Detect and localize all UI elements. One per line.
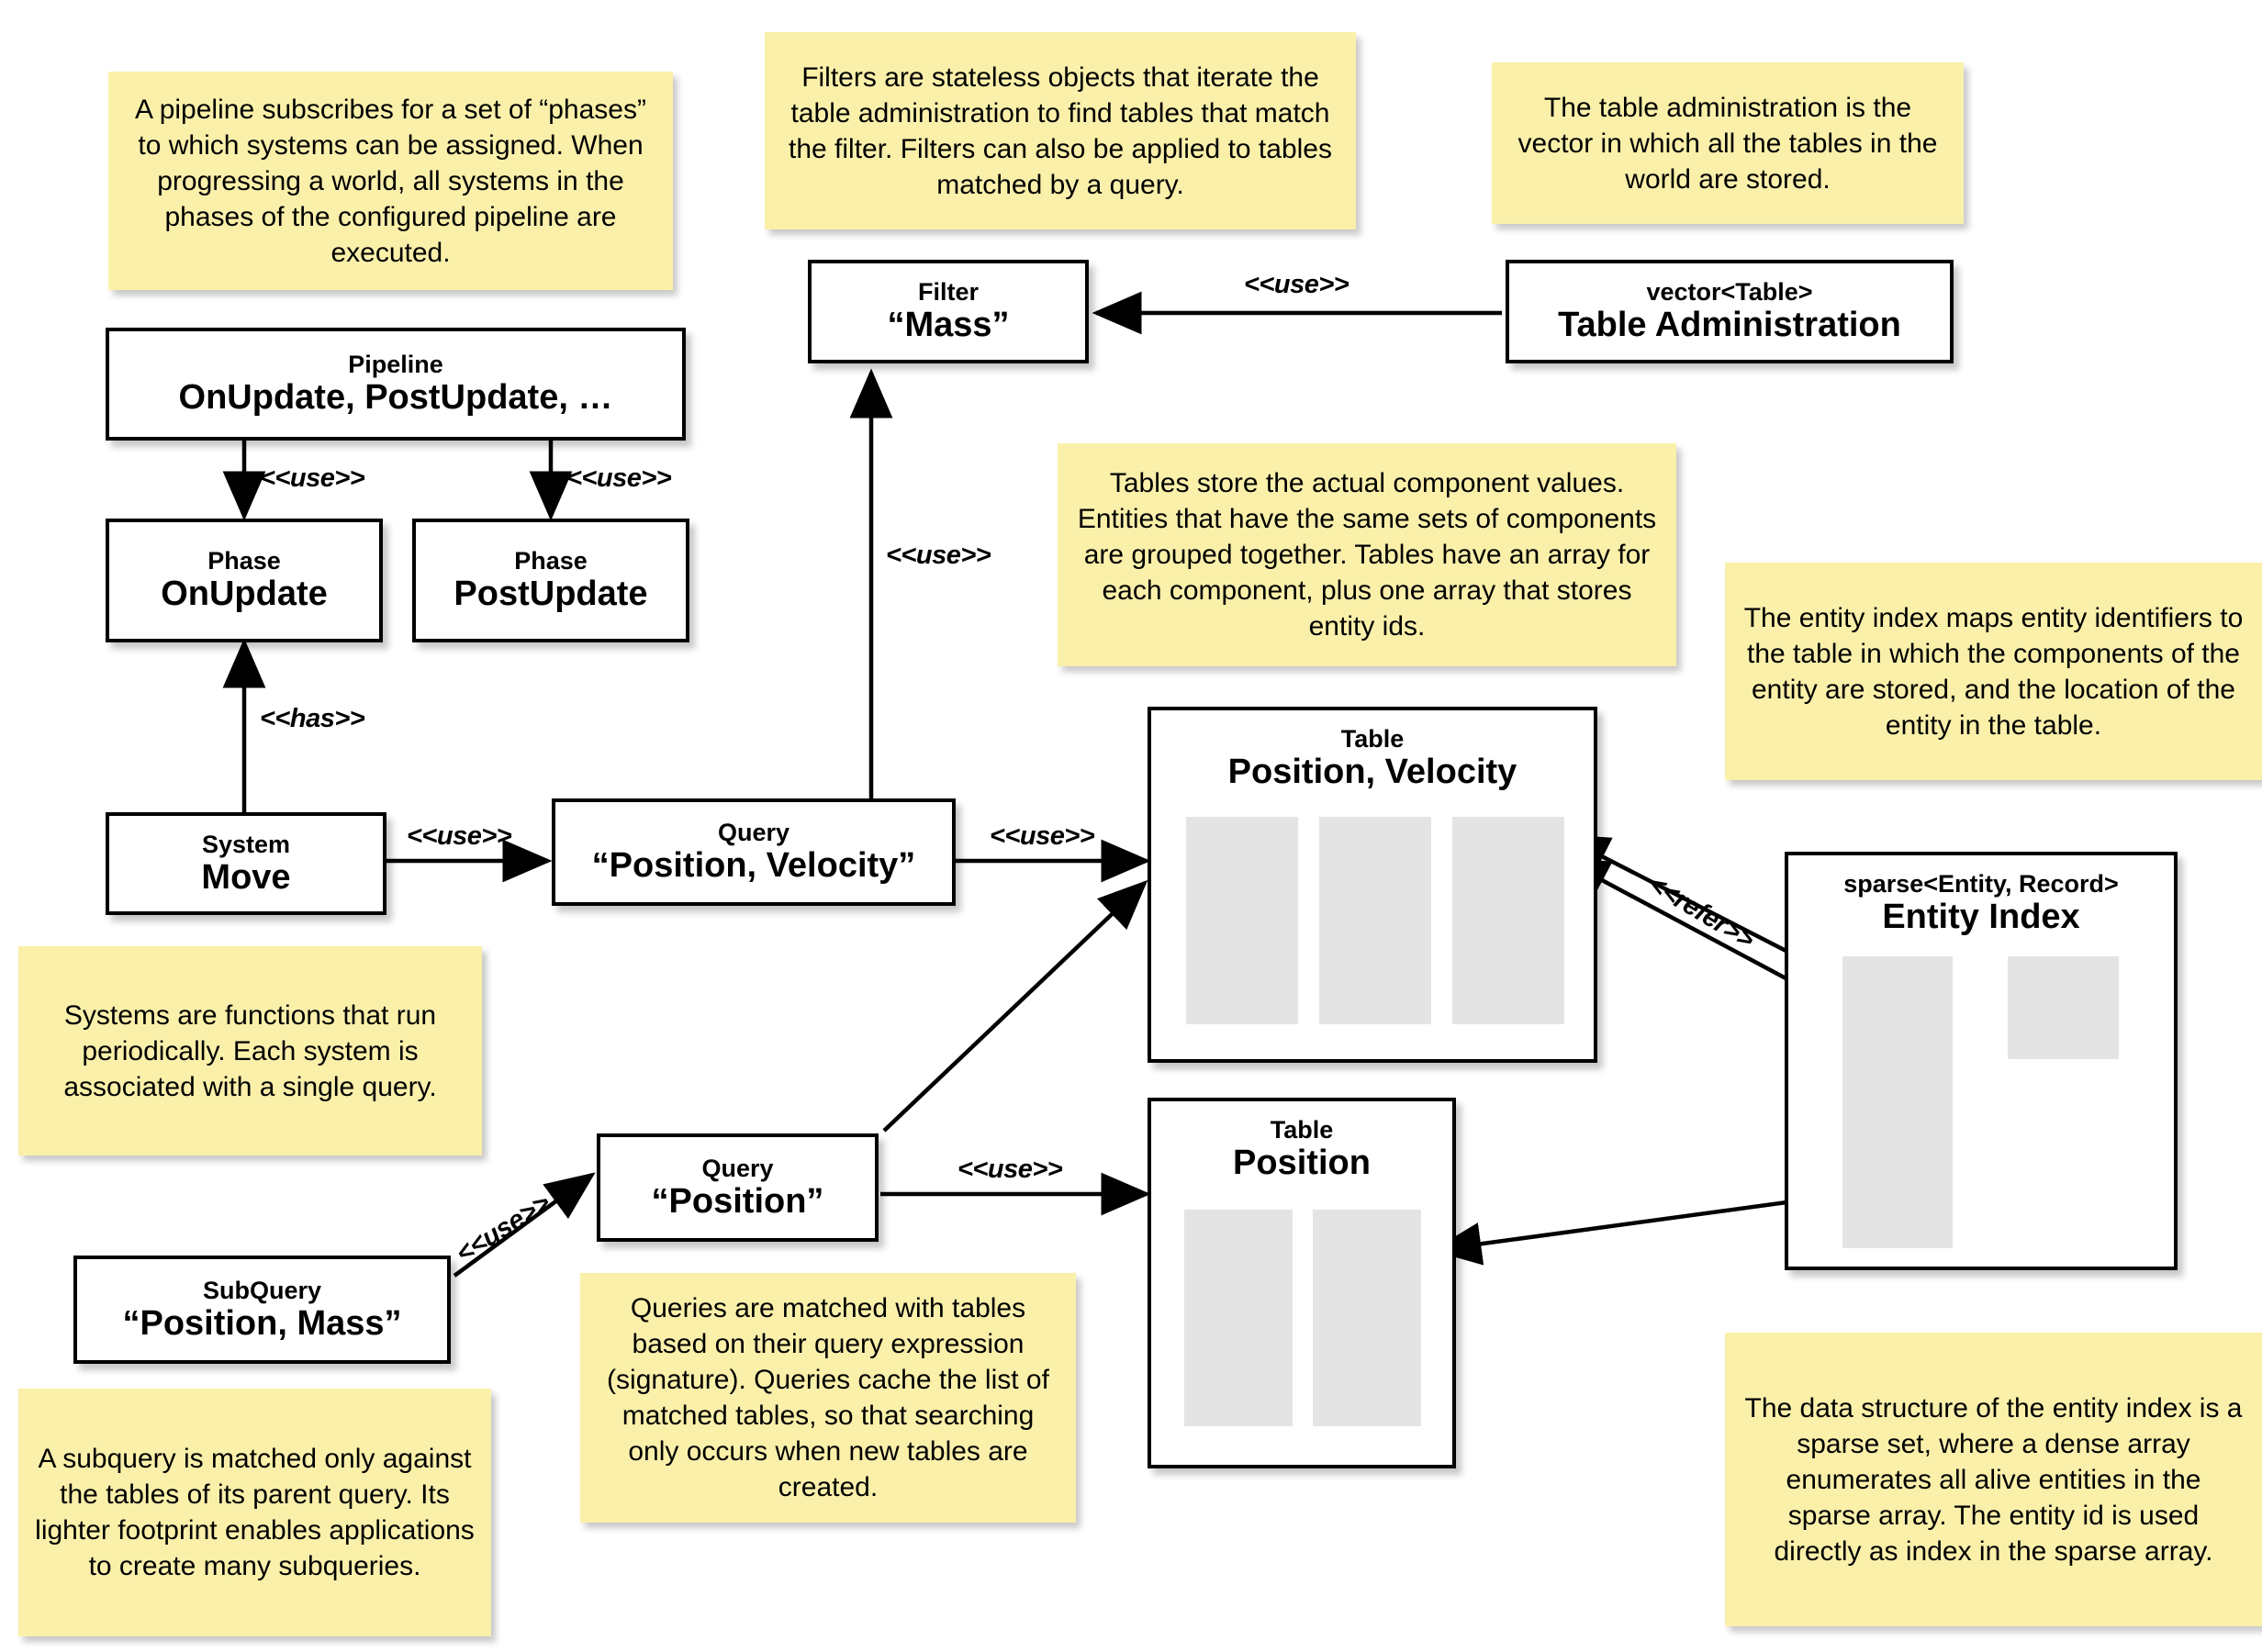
table-column	[1452, 817, 1564, 1024]
edge-label-subquery-uses-query: <<use>>	[451, 1188, 556, 1269]
box-table-administration[interactable]: vector<Table> Table Administration	[1506, 260, 1954, 363]
box-pipeline-stereotype: Pipeline	[348, 351, 443, 379]
box-phase-onupdate[interactable]: Phase OnUpdate	[106, 519, 383, 642]
box-entity-index-stereotype: sparse<Entity, Record>	[1843, 870, 2119, 898]
box-system-move-name: Move	[201, 857, 291, 897]
note-table: Tables store the actual component values…	[1058, 443, 1676, 666]
edge-label-system-uses-query: <<use>>	[407, 821, 512, 851]
box-phase-postupdate-stereotype: Phase	[514, 547, 588, 575]
box-filter-mass-name: “Mass”	[887, 306, 1010, 345]
box-filter-mass[interactable]: Filter “Mass”	[808, 260, 1089, 363]
box-entity-index-name: Entity Index	[1882, 898, 2080, 937]
note-filter: Filters are stateless objects that itera…	[765, 32, 1356, 229]
box-system-move[interactable]: System Move	[106, 812, 386, 915]
box-table-position-velocity-name: Position, Velocity	[1227, 753, 1517, 792]
edge-label-entity-index-refer: <<refer>>	[1643, 869, 1759, 955]
box-subquery-position-mass-name: “Position, Mass”	[122, 1303, 402, 1343]
table-column	[1319, 817, 1431, 1024]
box-phase-onupdate-stereotype: Phase	[207, 547, 281, 575]
box-query-position-velocity[interactable]: Query “Position, Velocity”	[552, 798, 956, 906]
entity-index-sparse-array	[1842, 956, 1953, 1248]
box-query-position-velocity-stereotype: Query	[717, 819, 790, 847]
box-filter-mass-stereotype: Filter	[917, 278, 979, 307]
box-table-position-stereotype: Table	[1270, 1116, 1334, 1144]
box-phase-postupdate-name: PostUpdate	[454, 575, 648, 614]
box-table-position-velocity-stereotype: Table	[1340, 725, 1405, 753]
box-query-position-velocity-name: “Position, Velocity”	[591, 846, 916, 886]
edge-label-query-uses-filter: <<use>>	[886, 541, 991, 570]
box-query-position-stereotype: Query	[701, 1154, 774, 1182]
box-subquery-position-mass-stereotype: SubQuery	[202, 1276, 322, 1304]
box-table-position-name: Position	[1233, 1144, 1371, 1183]
box-phase-postupdate[interactable]: Phase PostUpdate	[412, 519, 689, 642]
table-column	[1313, 1210, 1421, 1426]
note-query: Queries are matched with tables based on…	[580, 1273, 1076, 1523]
box-table-administration-name: Table Administration	[1558, 306, 1901, 345]
table-position-columns	[1184, 1210, 1421, 1426]
box-entity-index[interactable]: sparse<Entity, Record> Entity Index	[1785, 852, 2178, 1270]
box-pipeline[interactable]: Pipeline OnUpdate, PostUpdate, …	[106, 328, 686, 441]
box-system-move-stereotype: System	[201, 830, 291, 858]
table-column	[1186, 817, 1298, 1024]
entity-index-record-block	[2008, 956, 2119, 1059]
box-table-position[interactable]: Table Position	[1148, 1098, 1456, 1468]
box-table-position-velocity[interactable]: Table Position, Velocity	[1148, 707, 1597, 1063]
edge-queryp-tablepv	[882, 879, 1148, 1133]
edge-label-queryp-uses-table: <<use>>	[957, 1155, 1063, 1184]
edge-label-tableadmin-uses-filter: <<use>>	[1244, 270, 1349, 299]
edge-label-system-has-phase: <<has>>	[260, 704, 365, 733]
note-entity-index: The entity index maps entity identifiers…	[1725, 563, 2262, 780]
note-pipeline: A pipeline subscribes for a set of “phas…	[108, 72, 673, 290]
note-subquery: A subquery is matched only against the t…	[18, 1389, 491, 1636]
box-phase-onupdate-name: OnUpdate	[161, 575, 328, 614]
note-table-administration: The table administration is the vector i…	[1492, 62, 1964, 224]
edge-label-pipeline-postupdate: <<use>>	[566, 463, 672, 493]
box-subquery-position-mass[interactable]: SubQuery “Position, Mass”	[73, 1256, 451, 1364]
note-sparse-set: The data structure of the entity index i…	[1725, 1333, 2262, 1626]
edge-label-pipeline-onupdate: <<use>>	[260, 463, 365, 493]
box-query-position-name: “Position”	[651, 1181, 824, 1221]
box-table-administration-stereotype: vector<Table>	[1646, 278, 1813, 307]
edge-label-querypv-uses-table: <<use>>	[990, 821, 1095, 851]
note-system: Systems are functions that run periodica…	[18, 946, 482, 1155]
box-query-position[interactable]: Query “Position”	[597, 1133, 879, 1242]
table-column	[1184, 1210, 1293, 1426]
box-pipeline-name: OnUpdate, PostUpdate, …	[178, 378, 613, 418]
table-position-velocity-columns	[1186, 817, 1566, 1024]
